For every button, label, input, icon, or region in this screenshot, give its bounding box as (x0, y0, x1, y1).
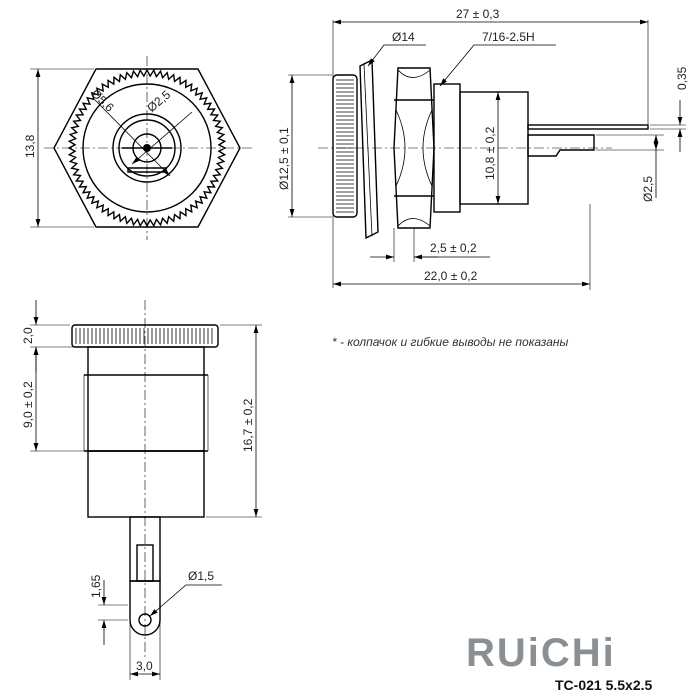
body-dia-label: Ø12,5 ± 0,1 (277, 127, 291, 190)
thread-label: 7/16-2.5H (482, 30, 535, 44)
front-pin-dia-label: Ø2,5 (144, 87, 173, 115)
bottom-knurl-lines (75, 328, 213, 344)
thread-leader (439, 44, 556, 87)
bottom-threaded-section (87, 346, 205, 452)
front-inner-dia-label: Ø5,6 (88, 86, 117, 115)
front-height-label: 13,8 (23, 134, 37, 158)
hex-curve-1 (397, 69, 431, 78)
side-pin-dia-label: Ø2,5 (641, 176, 655, 202)
front-view: Ø5,6 Ø2,5 13,8 (23, 56, 252, 240)
hole-dia-leader (149, 584, 222, 617)
lug-width-label: 3,0 (136, 659, 153, 673)
lug-offset-label: 1,65 (89, 574, 103, 598)
bottom-view: 2,0 9,0 ± 0,2 16,7 ± 0,2 1,65 Ø1,5 3,0 (21, 300, 262, 680)
thread-length-label: 2,5 ± 0,2 (430, 241, 477, 255)
dia56-leader (94, 99, 171, 177)
solder-lug (129, 580, 161, 636)
total-length-label: 27 ± 0,3 (456, 7, 500, 21)
cap-height-label: 2,0 (21, 327, 35, 344)
side-flange-inner (363, 63, 373, 237)
thread-height-label: 9,0 ± 0,2 (21, 381, 35, 428)
model-label: TC-021 5.5x2.5 (555, 677, 652, 693)
hole-dia-label: Ø1,5 (188, 569, 214, 583)
flange-dia-label: Ø14 (392, 30, 415, 44)
side-short-pin (527, 134, 595, 157)
hex-curve-2 (397, 218, 431, 227)
flange-dia-leader (367, 44, 426, 67)
dia25-leader (131, 111, 193, 165)
body-length-label: 22,0 ± 0,2 (424, 269, 478, 283)
brand-logo: RUiCHi (466, 631, 616, 675)
side-long-pin (527, 124, 649, 130)
thread-dia-label: 10,8 ± 0,2 (483, 126, 497, 180)
bottom-lower-body (87, 450, 205, 518)
side-view: 27 ± 0,3 Ø14 7/16-2.5H 0,35 Ø2,5 Ø12,5 ±… (277, 7, 689, 290)
pin-thickness-label: 0,35 (675, 66, 689, 90)
note-text: * - колпачок и гибкие выводы не показаны (332, 335, 568, 349)
side-flange (359, 58, 379, 240)
side-knurl-lines (336, 79, 354, 213)
body-height-label: 16,7 ± 0,2 (241, 398, 255, 452)
